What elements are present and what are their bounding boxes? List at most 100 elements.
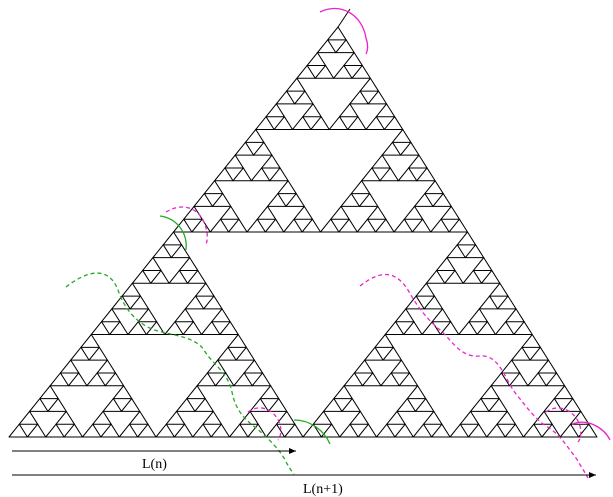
sierpinski-cell-67 [219, 321, 239, 335]
sierpinski-cell-23 [96, 359, 117, 374]
sierpinski-cell-211 [416, 167, 436, 182]
sierpinski-cell-8 [39, 385, 59, 400]
sierpinski-cell-90 [376, 423, 396, 438]
sierpinski-cell-178 [285, 193, 305, 207]
sierpinski-cell-50 [243, 359, 264, 374]
sierpinski-cell-44 [259, 385, 280, 400]
sierpinski-cell-200 [403, 205, 424, 220]
sierpinski-cell-118 [541, 423, 561, 438]
sierpinski-cell-92 [386, 410, 406, 425]
sierpinski-cell-197 [350, 180, 371, 195]
sierpinski-cell-224 [286, 77, 306, 92]
sierpinski-cell-31 [210, 423, 230, 438]
sierpinski-cell-177 [267, 193, 287, 207]
sierpinski-cell-133 [529, 346, 549, 361]
sierpinski-cell-21 [86, 372, 106, 387]
green-arc-left-vertex [159, 215, 187, 251]
sierpinski-cell-79 [170, 244, 191, 259]
sierpinski-cell-142 [423, 295, 444, 310]
sierpinski-cell-18 [49, 372, 69, 387]
sierpinski-cell-233 [359, 77, 379, 92]
sierpinski-cell-84 [339, 423, 359, 438]
sierpinski-cell-192 [356, 218, 377, 233]
sierpinski-cell-190 [338, 218, 358, 233]
sierpinski-cell-62 [121, 282, 141, 297]
sierpinski-cell-182 [224, 154, 244, 169]
sierpinski-cell-80 [162, 231, 183, 246]
sierpinski-cell-49 [251, 372, 272, 387]
sierpinski-cell-225 [328, 116, 349, 130]
sierpinski-cell-144 [458, 321, 478, 335]
sierpinski-cell-109 [467, 423, 488, 438]
sierpinski-cell-188 [244, 129, 265, 143]
sierpinski-cell-161 [456, 231, 477, 246]
sierpinski-cell-41 [276, 410, 296, 425]
sierpinski-cell-103 [398, 372, 419, 387]
sierpinski-cell-126 [490, 372, 510, 387]
sierpinski-cell-146 [468, 308, 488, 323]
sierpinski-cell-102 [380, 372, 400, 387]
sierpinski-cell-164 [183, 205, 203, 220]
sierpinski-cell-157 [481, 269, 501, 284]
sierpinski-cell-149 [505, 308, 525, 323]
sierpinski-cell-73 [150, 269, 170, 284]
sierpinski-cell-10 [100, 423, 120, 438]
sierpinski-cell-94 [431, 423, 451, 438]
sierpinski-cell-87 [323, 398, 343, 412]
sierpinski-cell-206 [424, 180, 444, 195]
sierpinski-cell-117 [523, 423, 543, 438]
sierpinski-cell-77 [178, 257, 199, 271]
sierpinski-cell-231 [349, 90, 369, 105]
sierpinski-cell-147 [495, 321, 515, 335]
magenta-dashed-bottom-right [545, 407, 582, 443]
sierpinski-cell-45 [196, 372, 216, 387]
sierpinski-cell-7 [47, 398, 67, 412]
sierpinski-cell-179 [277, 180, 297, 195]
sierpinski-cell-15 [102, 398, 122, 412]
sierpinski-cell-25 [88, 346, 108, 361]
sierpinski-cell-54 [90, 321, 111, 335]
sierpinski-cell-4 [63, 423, 83, 438]
green-path-group [65, 215, 331, 475]
sierpinski-cell-57 [127, 321, 147, 335]
sierpinski-cell-99 [343, 372, 363, 387]
sierpinski-cell-128 [500, 359, 521, 374]
green-dashed-path [65, 272, 295, 475]
sierpinski-cell-185 [261, 154, 281, 169]
sierpinski-cell-152 [489, 282, 509, 297]
sierpinski-cell-194 [367, 205, 387, 220]
sierpinski-cell-81 [302, 423, 322, 438]
sierpinski-cell-104 [390, 359, 411, 374]
sierpinski-cell-240 [316, 39, 337, 54]
sierpinski-cell-162 [173, 218, 193, 233]
sierpinski-cell-176 [293, 205, 313, 220]
sierpinski-cell-112 [504, 423, 524, 438]
sierpinski-cell-219 [292, 116, 312, 130]
sierpinski-cell-121 [578, 423, 598, 438]
sierpinski-cell-199 [411, 218, 432, 233]
sierpinski-cell-124 [561, 398, 582, 412]
sierpinski-cell-221 [302, 103, 322, 118]
sierpinski-cell-210 [397, 167, 418, 182]
sierpinski-cell-51 [217, 346, 237, 361]
sierpinski-cell-52 [235, 346, 255, 361]
sierpinski-cell-135 [384, 321, 405, 335]
sierpinski-cell-196 [358, 193, 379, 207]
sierpinski-cell-32 [202, 410, 222, 425]
sierpinski-cell-208 [379, 167, 399, 182]
sierpinski-cell-66 [201, 321, 221, 335]
sierpinski-cell-74 [142, 257, 162, 271]
sierpinski-cell-97 [414, 398, 435, 412]
sierpinski-cell-108 [449, 423, 469, 438]
sierpinski-cell-153 [425, 269, 446, 284]
sierpinski-cell-130 [545, 372, 566, 387]
sierpinski-cell-35 [186, 385, 206, 400]
sierpinski-cell-26 [80, 334, 100, 348]
sierpinski-cell-213 [381, 141, 402, 156]
sierpinski-cell-65 [174, 308, 194, 323]
sierpinski-cell-56 [101, 308, 121, 323]
sierpinski-cell-235 [314, 64, 335, 79]
sierpinski-cell-101 [353, 359, 374, 374]
sierpinski-cell-212 [408, 154, 428, 169]
sierpinski-cell-150 [478, 295, 499, 310]
